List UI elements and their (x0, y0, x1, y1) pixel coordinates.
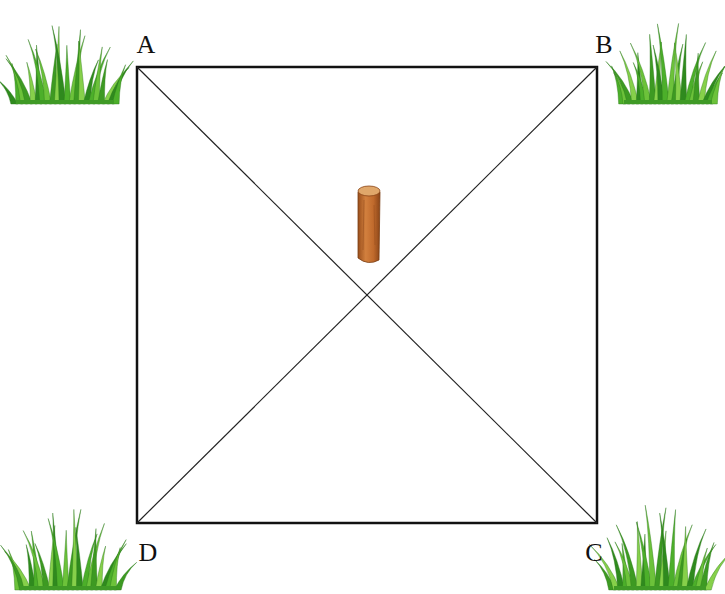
grass-blade (616, 525, 638, 590)
grass-blade (710, 66, 724, 104)
grass-blade (91, 529, 98, 590)
grass-blade (668, 510, 676, 590)
grass-blade (52, 26, 66, 104)
grass-tufts (0, 23, 725, 590)
grass-base (20, 586, 116, 590)
grass-blade (48, 519, 64, 590)
grass-blade (78, 41, 85, 104)
grass-blade (36, 49, 52, 104)
grass-blade (693, 53, 700, 104)
vertex-label: B (595, 32, 612, 58)
grass-blade (657, 24, 669, 104)
diagonal-bd (137, 67, 597, 523)
grass-blade (5, 552, 32, 590)
grass-blade (64, 45, 71, 104)
grass-blade (6, 59, 32, 104)
grass-blade (704, 548, 725, 590)
grass-blade (702, 61, 725, 104)
grass-blade (35, 543, 50, 590)
vertex-label: C (585, 540, 602, 566)
grass-blade (114, 562, 137, 590)
grass-blade (76, 527, 84, 590)
square-field (137, 67, 597, 523)
grass-blade (107, 61, 133, 104)
grass-blade (620, 51, 639, 104)
wooden-stake (358, 186, 380, 263)
grass-blade (645, 505, 656, 590)
grass-blade (682, 527, 689, 590)
grass-blade (680, 34, 687, 104)
grass-base (624, 100, 712, 104)
vertex-label: A (137, 32, 156, 58)
grass-blade (112, 65, 125, 104)
grass-blade (630, 43, 651, 104)
grass-base (16, 100, 114, 104)
grass-base (614, 586, 706, 590)
diagonal-ac (137, 67, 597, 523)
vertex-label: D (139, 540, 158, 566)
